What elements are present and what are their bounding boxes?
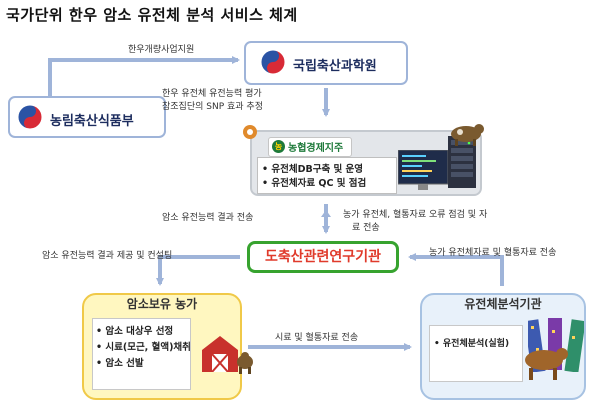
monitor-icon [398,150,448,190]
nias-name: 국립축산과학원 [293,59,377,74]
arrow-provincial-to-farm [156,255,240,286]
korea-emblem-icon [17,104,43,130]
cow-icon [525,348,568,380]
lab-title: 유전체분석기관 [464,297,542,311]
label-farm-to-lab: 시료 및 혈통자료 전송 [275,333,359,343]
label-ministry-to-nias: 한우개량사업지원 [128,45,195,55]
label-lab-to-provincial: 농가 유전체자료 및 혈통자료 전송 [429,248,557,258]
farm-panel [92,318,191,390]
nonghyup-symbol-icon: 농 [272,140,285,153]
cow-icon [451,124,484,146]
label-nias-to-nonghyup-2: 참조집단의 SNP 효과 추정 [162,102,263,112]
nonghyup-logo: 농 농협경제지주 [268,137,352,157]
label-nias-to-nonghyup-1: 한우 유전체 유전능력 평가 [162,89,262,99]
lab-item: • 유전체분석(실험) [434,339,510,349]
provincial-research-box: 도축산관련연구기관 [247,241,399,273]
ministry-name: 농림축산식품부 [50,114,134,129]
label-to-nonghyup-1: 농가 유전체, 혈통자료 오류 점검 및 자 [343,210,488,220]
farm-item: • 암소 대상우 선정 [96,326,174,337]
page-title: 국가단위 한우 암소 유전체 분석 서비스 체계 [6,6,298,24]
lab-panel [429,325,523,382]
label-to-farm: 암소 유전능력 결과 제공 및 컨설팅 [42,251,173,261]
arrow-ministry-to-nias [48,56,240,96]
nonghyup-item: • 유전체자료 QC 및 점검 [262,178,367,189]
korea-emblem-icon [260,49,286,75]
server-icon [448,136,476,188]
gear-icon [243,125,257,139]
label-to-nonghyup-2: 료 전송 [352,223,380,233]
label-to-provincial: 암소 유전능력 결과 전송 [162,213,254,223]
cow-icon [237,352,253,374]
arrow-lab-to-provincial [408,253,504,286]
nonghyup-panel [257,157,397,194]
nonghyup-logo-text: 농협경제지주 [288,143,344,154]
farm-item: • 시료(모근, 혈액)채취 [96,342,191,353]
barn-icon [202,336,238,372]
nonghyup-item: • 유전체DB구축 및 운영 [262,164,364,175]
farm-item: • 암소 선발 [96,358,144,369]
farm-title: 암소보유 농가 [126,297,198,311]
